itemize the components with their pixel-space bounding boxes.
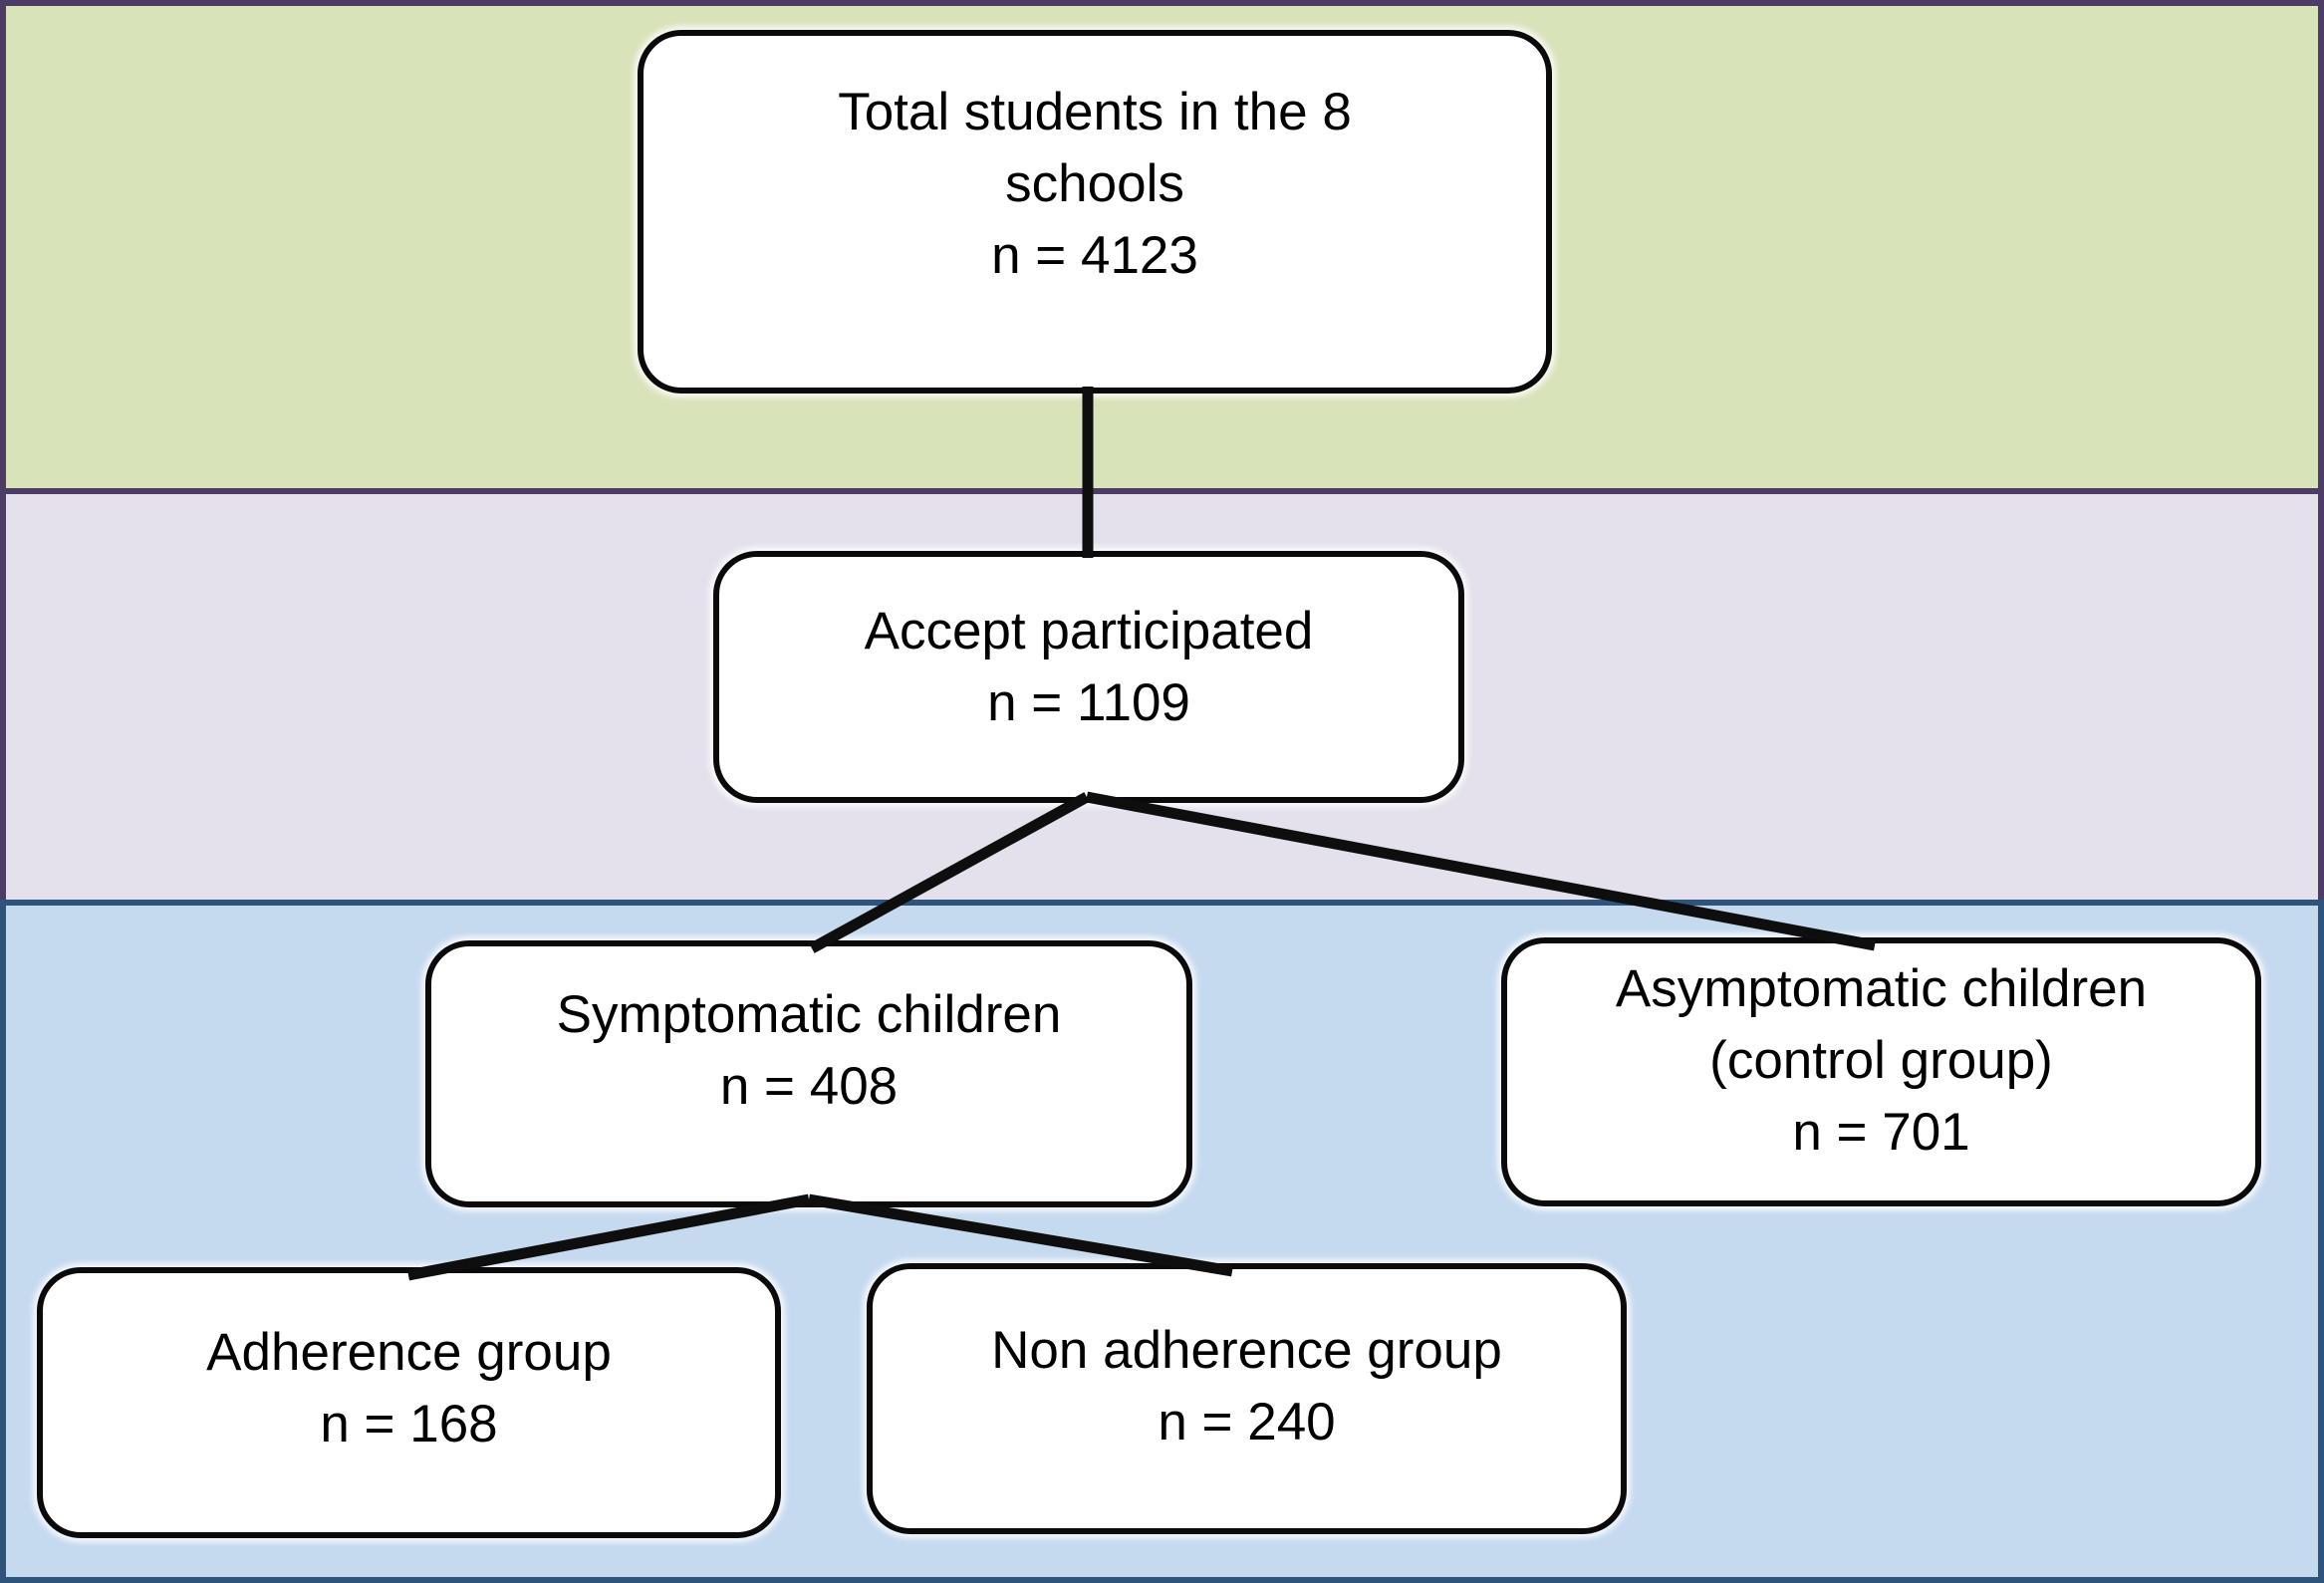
- node-asymptomatic-line-2: (control group): [1709, 1031, 2053, 1090]
- node-accept-participated-line-1: Accept participated: [864, 602, 1314, 660]
- node-non-adherence-group-line-1: Non adherence group: [991, 1321, 1502, 1380]
- node-symptomatic-children: Symptomatic children n = 408: [425, 940, 1192, 1207]
- node-symptomatic-children-line-1: Symptomatic children: [556, 985, 1062, 1044]
- node-asymptomatic-count: n = 701: [1792, 1103, 1970, 1162]
- node-non-adherence-group: Non adherence group n = 240: [867, 1263, 1627, 1534]
- node-asymptomatic-control-group: Asymptomatic children (control group) n …: [1501, 937, 2261, 1206]
- node-adherence-group: Adherence group n = 168: [37, 1267, 781, 1538]
- node-total-students-count: n = 4123: [991, 226, 1198, 285]
- node-total-students-line-1: Total students in the 8: [838, 83, 1352, 141]
- node-non-adherence-group-count: n = 240: [1158, 1393, 1336, 1451]
- node-accept-participated: Accept participated n = 1109: [713, 551, 1464, 803]
- node-adherence-group-count: n = 168: [320, 1394, 498, 1453]
- node-total-students-line-2: schools: [1005, 154, 1184, 213]
- node-accept-participated-count: n = 1109: [987, 673, 1190, 732]
- node-symptomatic-children-count: n = 408: [719, 1057, 899, 1116]
- node-asymptomatic-line-1: Asymptomatic children: [1615, 959, 2148, 1018]
- node-adherence-group-line-1: Adherence group: [206, 1322, 612, 1382]
- node-total-students: Total students in the 8 schools n = 4123: [638, 30, 1552, 394]
